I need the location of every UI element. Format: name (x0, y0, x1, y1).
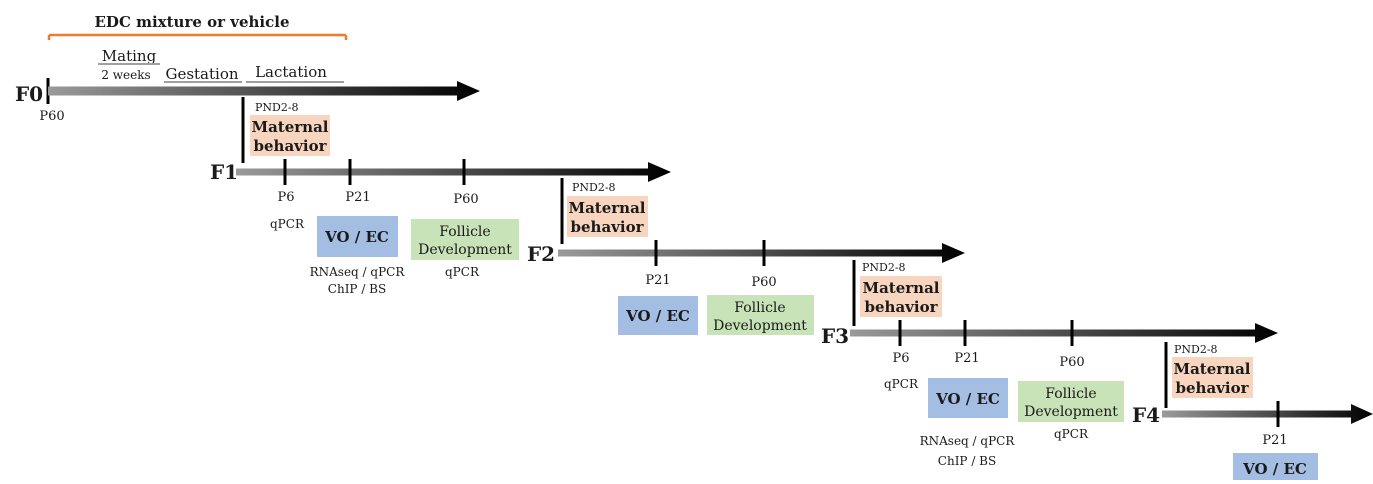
vo-ec-box (928, 378, 1008, 418)
generation-label: F1 (210, 160, 238, 184)
maternal-behavior-box (250, 115, 330, 156)
generation-f2: PND2-8 Maternal behavior F2 P21 VO / EC … (527, 178, 965, 335)
vo-ec-label: VO / EC (324, 228, 389, 246)
assay-label: ChIP / BS (328, 282, 386, 296)
timeline-arrow (48, 81, 480, 101)
lactation-label: Lactation (255, 63, 327, 81)
pnd-label: PND2-8 (1174, 343, 1218, 356)
follicle-box (1018, 381, 1124, 422)
vo-ec-label: VO / EC (935, 390, 1000, 408)
generation-label: F0 (15, 82, 43, 106)
vo-ec-box (1233, 453, 1318, 480)
maternal-behavior-box (1172, 357, 1253, 398)
vo-ec-box (618, 296, 698, 335)
timeline-arrow (236, 162, 671, 182)
generation-f0: F0 P60 (15, 78, 480, 124)
pnd-label: PND2-8 (862, 261, 906, 274)
assay-label: RNAseq / qPCR (310, 265, 406, 279)
maternal-line1: Maternal (568, 199, 645, 217)
maternal-line1: Maternal (251, 118, 328, 136)
follicle-box (707, 295, 814, 335)
maternal-behavior-box (567, 196, 648, 237)
generation-label: F3 (821, 324, 849, 348)
assay-label: qPCR (445, 265, 480, 279)
generation-f3: PND2-8 Maternal behavior F3 P6 qPCR P21 … (821, 260, 1278, 468)
exposure-label: EDC mixture or vehicle (95, 13, 290, 31)
generation-label: F4 (1132, 403, 1160, 427)
generation-f1: PND2-8 Maternal behavior F1 P6 qPCR P21 … (210, 97, 671, 296)
vo-ec-label: VO / EC (625, 307, 690, 325)
gestation-label: Gestation (165, 65, 238, 83)
maternal-line1: Maternal (1173, 360, 1250, 378)
assay-label: qPCR (884, 377, 919, 391)
follicle-line1: Follicle (734, 300, 785, 316)
generation-f4: PND2-8 Maternal behavior F4 P21 VO / EC (1132, 342, 1373, 480)
tick-label: P6 (277, 190, 294, 205)
maternal-line2: behavior (865, 298, 939, 316)
assay-label: ChIP / BS (938, 454, 996, 468)
maternal-line1: Maternal (862, 279, 939, 297)
timeline-arrow (1162, 404, 1373, 424)
follicle-line1: Follicle (439, 224, 490, 240)
follicle-line2: Development (418, 242, 512, 258)
assay-label: RNAseq / qPCR (920, 434, 1016, 448)
tick-label: P60 (1059, 355, 1084, 370)
start-age-label: P60 (39, 109, 64, 124)
mating-duration: 2 weeks (101, 68, 150, 82)
follicle-box (411, 219, 519, 260)
tick-label: P60 (453, 192, 478, 207)
exposure-period: EDC mixture or vehicle Mating 2 weeks Ge… (47, 13, 348, 83)
tick-label: P21 (645, 273, 670, 288)
vo-ec-box (317, 216, 398, 257)
pnd-label: PND2-8 (572, 181, 616, 194)
maternal-line2: behavior (571, 218, 645, 236)
tick-label: P21 (954, 351, 979, 366)
follicle-line1: Follicle (1045, 386, 1096, 402)
maternal-line2: behavior (254, 137, 328, 155)
assay-label: qPCR (1054, 427, 1089, 441)
timeline-arrow (558, 243, 965, 263)
follicle-line2: Development (1024, 404, 1118, 420)
follicle-line2: Development (713, 318, 807, 334)
tick-label: P21 (1262, 433, 1287, 448)
tick-label: P60 (751, 275, 776, 290)
pnd-label: PND2-8 (255, 101, 299, 114)
mating-label: Mating (102, 47, 157, 65)
timeline-arrow (850, 323, 1278, 343)
assay-label: qPCR (270, 217, 305, 231)
maternal-behavior-box (860, 276, 942, 317)
maternal-line2: behavior (1176, 379, 1250, 397)
tick-label: P6 (892, 351, 909, 366)
tick-label: P21 (345, 190, 370, 205)
vo-ec-label: VO / EC (1242, 460, 1307, 478)
generation-label: F2 (527, 242, 555, 266)
